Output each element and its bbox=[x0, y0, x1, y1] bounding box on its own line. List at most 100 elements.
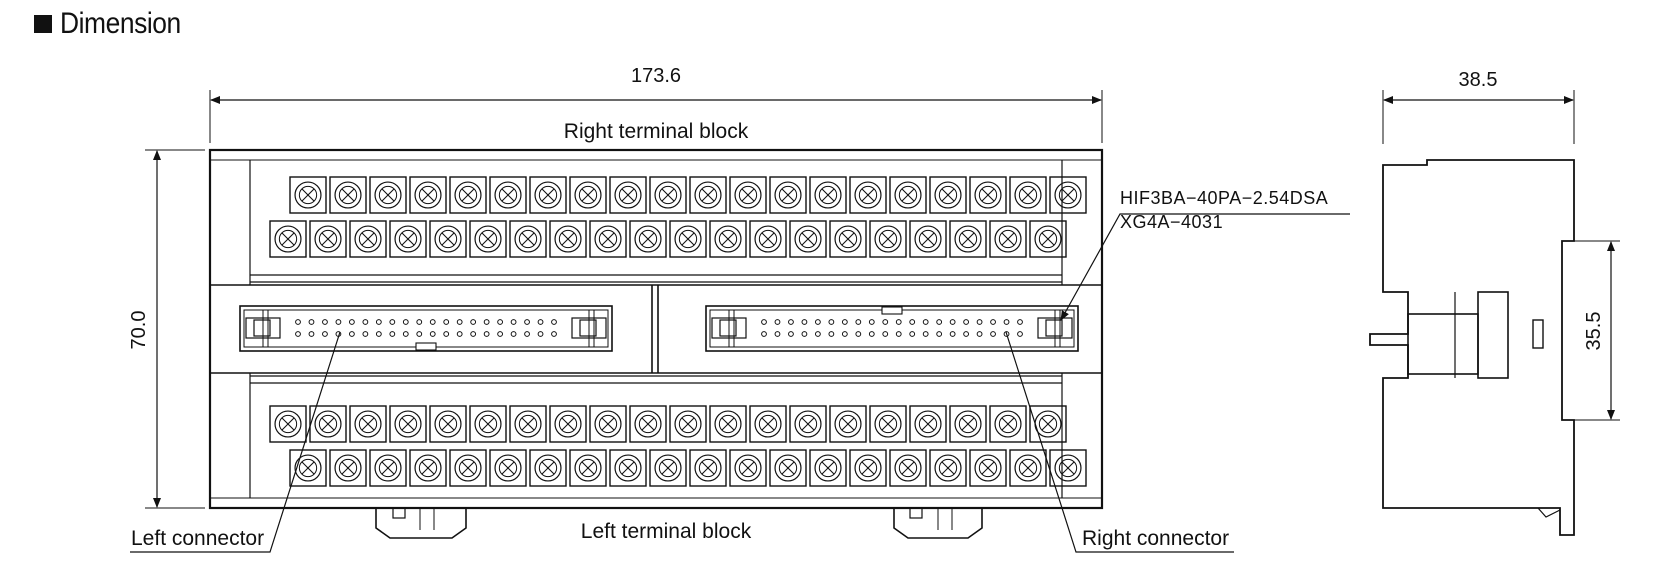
terminal-screw bbox=[449, 449, 487, 487]
section-title: Dimension bbox=[60, 7, 181, 40]
terminal-screw bbox=[349, 405, 387, 443]
terminal-screw bbox=[409, 449, 447, 487]
label-left-connector: Left connector bbox=[131, 527, 264, 550]
terminal-screw bbox=[949, 405, 987, 443]
terminal-screw bbox=[969, 449, 1007, 487]
side-view bbox=[1369, 90, 1620, 536]
ribbon-connector bbox=[239, 305, 613, 352]
terminal-screw bbox=[289, 176, 327, 214]
label-connector-part-2: XG4A−4031 bbox=[1120, 212, 1223, 232]
terminal-screw bbox=[449, 176, 487, 214]
terminal-screw bbox=[549, 405, 587, 443]
terminal-screw bbox=[269, 405, 307, 443]
terminal-screw bbox=[609, 176, 647, 214]
terminal-screw bbox=[629, 220, 667, 258]
terminal-screw bbox=[909, 405, 947, 443]
terminal-screw bbox=[469, 220, 507, 258]
front-view bbox=[145, 90, 1104, 539]
terminal-screw bbox=[949, 220, 987, 258]
terminal-screw bbox=[889, 176, 927, 214]
label-left-terminal-block: Left terminal block bbox=[581, 520, 752, 543]
terminal-screw bbox=[789, 220, 827, 258]
terminal-screw bbox=[529, 176, 567, 214]
terminal-screw bbox=[849, 176, 887, 214]
terminal-screw bbox=[989, 220, 1027, 258]
terminal-screw bbox=[489, 449, 527, 487]
terminal-screw bbox=[509, 405, 547, 443]
terminal-screw bbox=[589, 405, 627, 443]
terminal-screw bbox=[729, 176, 767, 214]
connectors bbox=[239, 305, 1079, 352]
terminal-screw bbox=[389, 405, 427, 443]
terminal-screw bbox=[849, 449, 887, 487]
terminal-screw bbox=[389, 220, 427, 258]
dimension-width: 173.6 bbox=[631, 65, 681, 87]
section-header: Dimension bbox=[34, 4, 197, 44]
label-right-terminal-block: Right terminal block bbox=[564, 120, 749, 143]
terminal-screw bbox=[609, 449, 647, 487]
terminal-screw bbox=[809, 176, 847, 214]
terminal-screw bbox=[769, 449, 807, 487]
terminal-screw bbox=[1029, 220, 1067, 258]
terminal-screw bbox=[769, 176, 807, 214]
terminal-screw bbox=[429, 220, 467, 258]
terminal-screw bbox=[649, 449, 687, 487]
leader-lines bbox=[130, 213, 1350, 553]
terminal-screw bbox=[489, 176, 527, 214]
terminal-screw bbox=[829, 220, 867, 258]
terminal-screw bbox=[749, 220, 787, 258]
terminal-screw bbox=[269, 220, 307, 258]
terminal-screw bbox=[689, 449, 727, 487]
terminal-screw bbox=[789, 405, 827, 443]
terminal-screw bbox=[669, 405, 707, 443]
terminal-screw bbox=[729, 449, 767, 487]
dimension-rail: 35.5 bbox=[1583, 312, 1605, 351]
terminal-screw bbox=[809, 449, 847, 487]
terminal-screw bbox=[329, 176, 367, 214]
terminal-screw bbox=[569, 176, 607, 214]
dimension-depth: 38.5 bbox=[1459, 69, 1498, 91]
terminal-screw bbox=[909, 220, 947, 258]
terminal-screw bbox=[989, 405, 1027, 443]
terminal-screw bbox=[1049, 449, 1087, 487]
terminal-screw bbox=[709, 220, 747, 258]
terminal-screw bbox=[309, 220, 347, 258]
terminal-screw bbox=[409, 176, 447, 214]
terminal-screw bbox=[429, 405, 467, 443]
terminal-screw bbox=[689, 176, 727, 214]
terminal-screw bbox=[1009, 176, 1047, 214]
terminal-screw bbox=[669, 220, 707, 258]
terminal-screw bbox=[749, 405, 787, 443]
terminal-blocks bbox=[269, 176, 1087, 487]
terminal-screw bbox=[1009, 449, 1047, 487]
terminal-screw bbox=[369, 449, 407, 487]
terminal-screw bbox=[309, 405, 347, 443]
terminal-screw bbox=[469, 405, 507, 443]
terminal-screw bbox=[649, 176, 687, 214]
label-right-connector: Right connector bbox=[1082, 527, 1229, 550]
terminal-screw bbox=[289, 449, 327, 487]
terminal-screw bbox=[889, 449, 927, 487]
label-connector-part-1: HIF3BA−40PA−2.54DSA bbox=[1120, 188, 1328, 208]
terminal-screw bbox=[369, 176, 407, 214]
terminal-screw bbox=[869, 220, 907, 258]
terminal-screw bbox=[509, 220, 547, 258]
terminal-screw bbox=[829, 405, 867, 443]
terminal-screw bbox=[329, 449, 367, 487]
terminal-screw bbox=[549, 220, 587, 258]
terminal-screw bbox=[1049, 176, 1087, 214]
terminal-screw bbox=[349, 220, 387, 258]
ribbon-connector bbox=[705, 305, 1079, 352]
terminal-screw bbox=[629, 405, 667, 443]
terminal-screw bbox=[589, 220, 627, 258]
terminal-screw bbox=[569, 449, 607, 487]
terminal-screw bbox=[929, 176, 967, 214]
square-bullet-icon bbox=[34, 15, 52, 33]
terminal-screw bbox=[929, 449, 967, 487]
terminal-screw bbox=[709, 405, 747, 443]
terminal-screw bbox=[869, 405, 907, 443]
terminal-screw bbox=[969, 176, 1007, 214]
dimension-height: 70.0 bbox=[128, 311, 150, 350]
terminal-screw bbox=[529, 449, 567, 487]
